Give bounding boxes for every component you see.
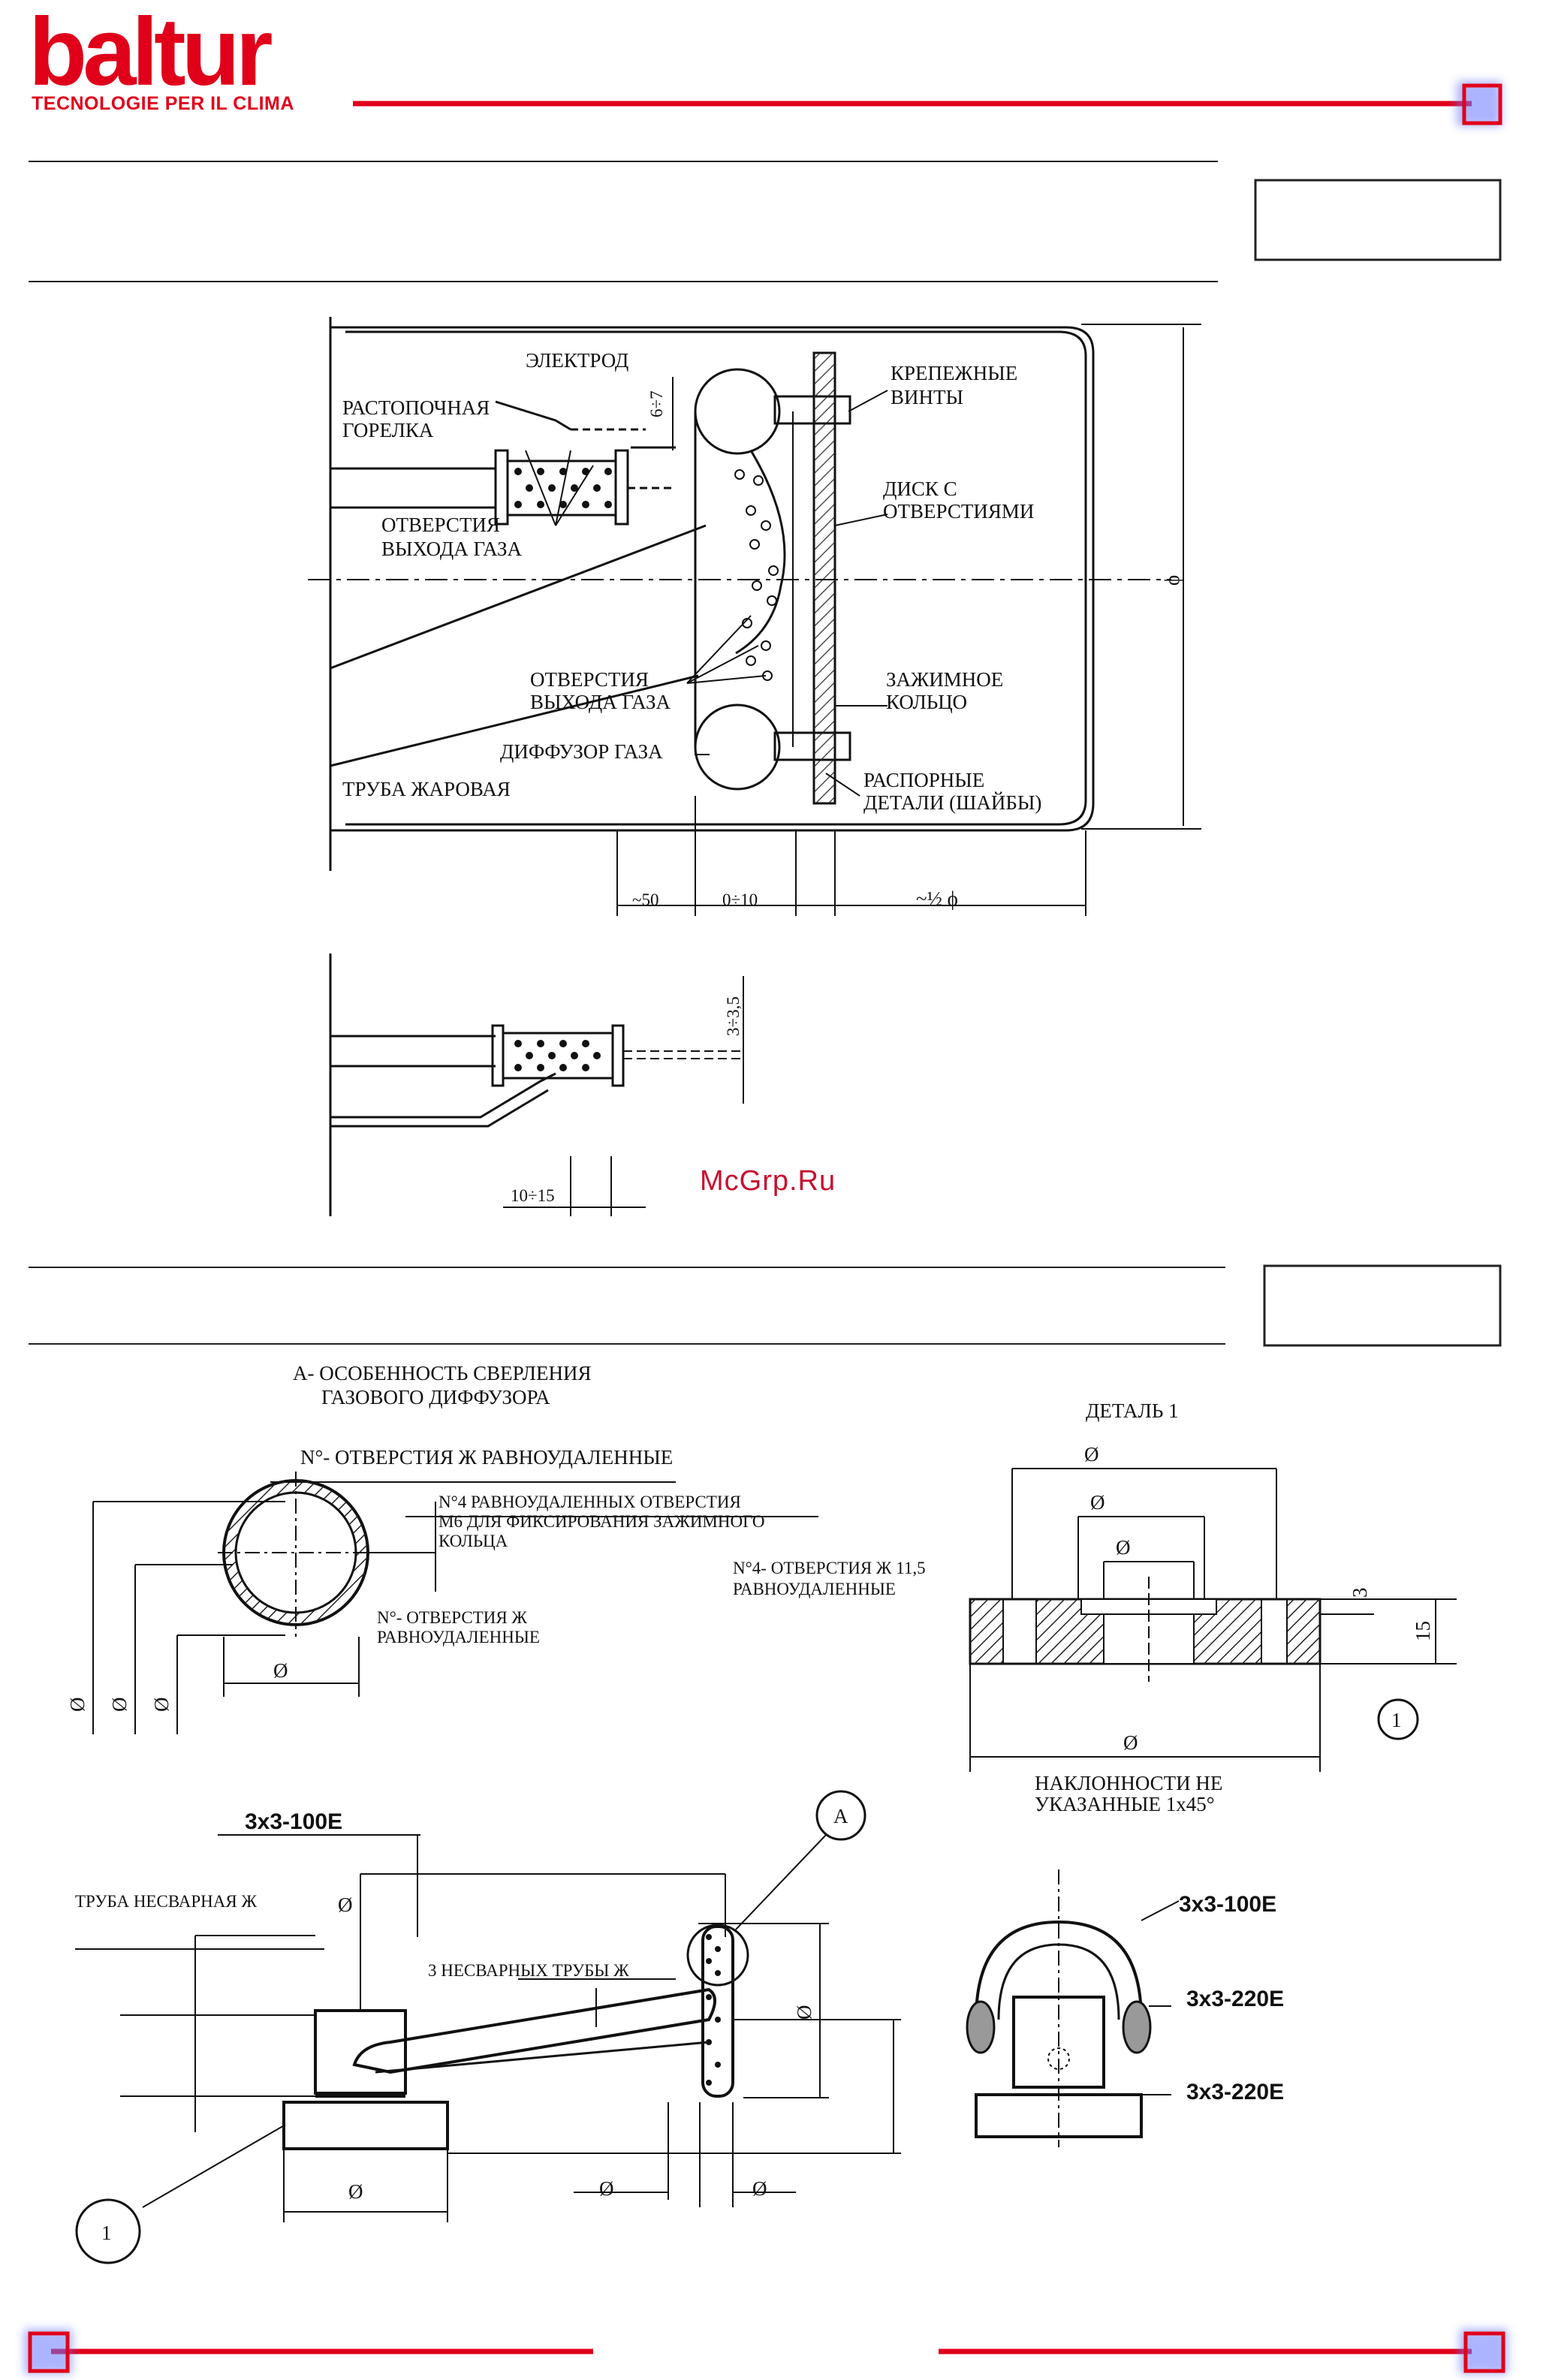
callout-1: 1 <box>101 2222 112 2244</box>
label-spacers-2: ДЕТАЛИ (ШАЙБЫ) <box>863 791 1041 814</box>
dim-dia-flange: Ø <box>793 2005 815 2020</box>
label-n-holes-top: N°- ОТВЕРСТИЯ Ж РАВНОУДАЛЕННЫЕ <box>300 1446 673 1469</box>
end-view-drawing <box>966 1869 1180 2147</box>
title-a-2: ГАЗОВОГО ДИФФУЗОРА <box>321 1386 550 1408</box>
corner-marker-bottom-left <box>24 2329 72 2374</box>
label-gas-holes-1: ОТВЕРСТИЯ <box>381 514 500 536</box>
weld-symbol-1: 3x3-100E <box>245 1809 342 1834</box>
label-seamless-pipe: ТРУБА НЕСВАРНАЯ Ж <box>75 1892 257 1911</box>
dim-dia-detail-mid: Ø <box>1090 1491 1105 1514</box>
weld-symbol-4: 3x3-220E <box>1186 2080 1284 2104</box>
burner-head-drawing <box>308 317 1201 916</box>
section-box-1 <box>1254 179 1502 261</box>
diffuser-gas-holes <box>734 469 779 681</box>
brand-logo: baltur <box>29 0 273 106</box>
label-flame-tube: ТРУБА ЖАРОВАЯ <box>342 778 511 800</box>
dim-dia-1: Ø <box>66 1698 89 1713</box>
dim-half-phi: ~½ ϕ <box>916 887 958 910</box>
label-gas-holes-2b: ВЫХОДА ГАЗА <box>530 691 671 713</box>
dim-15: 15 <box>1412 1621 1434 1641</box>
label-detail1: ДЕТАЛЬ 1 <box>1086 1399 1179 1422</box>
label-fix-screws-2: ВИНТЫ <box>891 386 963 408</box>
label-chamfer: НАКЛОННОСТИ НЕ <box>1035 1772 1222 1794</box>
dim-dia-section: Ø <box>273 1659 288 1682</box>
corner-marker-top-right <box>1457 81 1502 126</box>
label-chamfer-2: УКАЗАННЫЕ 1x45° <box>1035 1793 1215 1815</box>
weld-symbol-2: 3x3-100E <box>1179 1892 1276 1917</box>
section-box-2 <box>1263 1264 1502 1347</box>
dim-phi: ϕ <box>1161 575 1183 586</box>
ignition-detail-drawing <box>329 954 744 1216</box>
label-fix-screws: КРЕПЕЖНЫЕ <box>891 362 1017 384</box>
label-disc-2: ОТВЕРСТИЯМИ <box>883 500 1034 523</box>
dim-dia-detail-base: Ø <box>1123 1731 1138 1754</box>
label-spacers: РАСПОРНЫЕ <box>863 769 984 791</box>
callout-1-detail: 1 <box>1391 1709 1402 1731</box>
dim-dia-base: Ø <box>348 2180 363 2203</box>
dim-3-35: 3÷3,5 <box>724 996 743 1036</box>
brand-tagline: TECNOLOGIE PER IL CLIMA <box>32 93 294 114</box>
watermark: McGrp.Ru <box>700 1165 836 1197</box>
label-ignition-burner-2: ГОРЕЛКА <box>342 419 434 441</box>
label-clamp-ring: ЗАЖИМНОЕ <box>886 668 1003 691</box>
label-clamp-ring-2: КОЛЬЦО <box>886 691 967 713</box>
label-n4-115: N°4- ОТВЕРСТИЯ Ж 11,5 <box>733 1559 926 1577</box>
assembly-drawing <box>75 1790 901 2264</box>
label-ignition-burner: РАСТОПОЧНАЯ <box>342 396 490 419</box>
dim-dia-pipe: Ø <box>338 1893 353 1916</box>
label-n-holes-bot: N°- ОТВЕРСТИЯ Ж <box>377 1608 527 1627</box>
dim-50: ~50 <box>632 890 658 909</box>
label-three-pipes: 3 НЕСВАРНЫХ ТРУБЫ Ж <box>428 1961 629 1980</box>
label-electrode: ЭЛЕКТРОД <box>526 349 628 372</box>
label-n4-115-2: РАВНОУДАЛЕННЫЕ <box>733 1580 896 1598</box>
dim-dia-tube-2: Ø <box>752 2177 767 2200</box>
label-n4-holes-3: КОЛЬЦА <box>438 1532 508 1550</box>
dim-dia-tube: Ø <box>599 2177 614 2200</box>
corner-marker-bottom-right <box>1460 2329 1508 2374</box>
diffuser-section-drawing <box>92 1472 818 1734</box>
label-gas-diffuser: ДИФФУЗОР ГАЗА <box>500 740 663 763</box>
dim-dia-2: Ø <box>108 1698 131 1713</box>
label-n4-holes: N°4 РАВНОУДАЛЕННЫХ ОТВЕРСТИЯ <box>438 1493 741 1511</box>
label-n-holes-bot-2: РАВНОУДАЛЕННЫЕ <box>377 1628 540 1646</box>
title-a: А- ОСОБЕННОСТЬ СВЕРЛЕНИЯ <box>293 1362 591 1384</box>
dim-0-10: 0÷10 <box>722 890 758 909</box>
label-disc: ДИСК С <box>883 478 957 500</box>
label-gas-holes-1b: ВЫХОДА ГАЗА <box>381 538 523 560</box>
label-gas-holes-2: ОТВЕРСТИЯ <box>530 668 649 691</box>
label-n4-holes-2: М6 ДЛЯ ФИКСИРОВАНИЯ ЗАЖИМНОГО <box>438 1512 764 1531</box>
detail1-drawing <box>969 1468 1457 1772</box>
ignition-gas-holes <box>514 468 612 508</box>
dim-dia-3: Ø <box>150 1698 173 1713</box>
dim-3: 3 <box>1349 1588 1371 1598</box>
callout-a: А <box>833 1805 848 1827</box>
weld-symbol-3: 3x3-220E <box>1186 1987 1284 2011</box>
dim-6-7: 6÷7 <box>647 390 666 417</box>
dim-dia-detail-inner: Ø <box>1116 1536 1131 1559</box>
dim-dia-detail-outer: Ø <box>1084 1443 1099 1466</box>
dim-10-15: 10÷15 <box>511 1186 555 1205</box>
